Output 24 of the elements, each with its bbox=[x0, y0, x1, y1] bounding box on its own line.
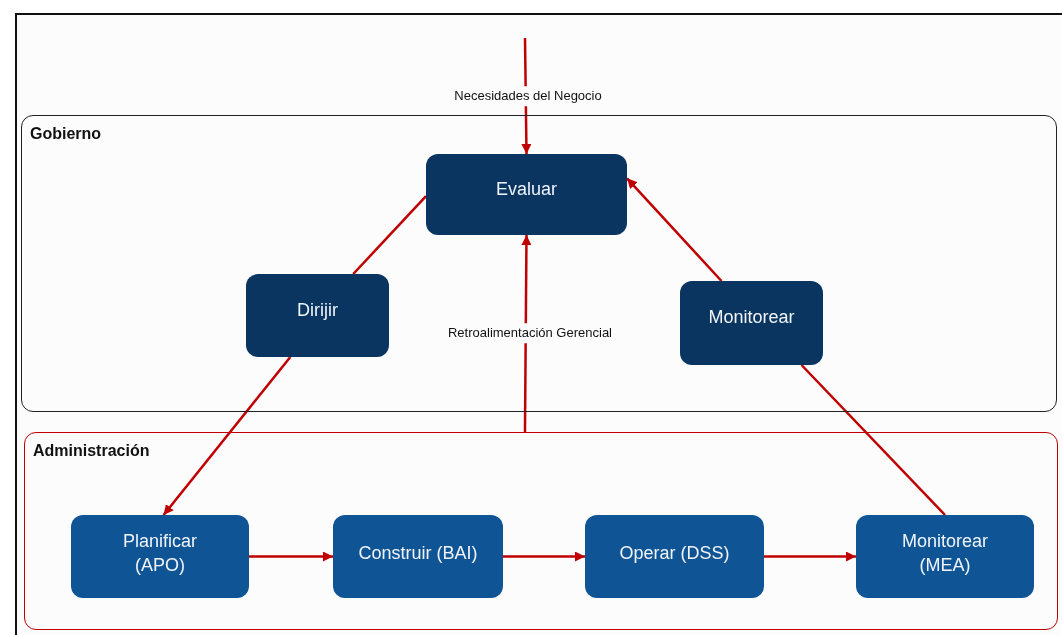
arrow bbox=[162, 356, 292, 516]
arrow bbox=[521, 235, 532, 432]
arrow bbox=[626, 177, 723, 282]
group-frame bbox=[21, 115, 1057, 412]
process-box bbox=[680, 281, 823, 365]
process-box bbox=[856, 515, 1034, 598]
group-heading: Administración bbox=[33, 441, 150, 461]
process-box bbox=[246, 274, 389, 357]
group-frame bbox=[24, 432, 1058, 630]
arrow bbox=[249, 551, 333, 562]
box-label: Construir (BAI) bbox=[358, 541, 478, 565]
box-label: Monitorear (MEA) bbox=[900, 529, 989, 577]
process-box bbox=[71, 515, 249, 598]
group-heading: Gobierno bbox=[30, 124, 102, 144]
process-box bbox=[585, 515, 764, 598]
arrow bbox=[503, 551, 585, 562]
box-label: Planificar (APO) bbox=[122, 529, 198, 577]
arrow bbox=[764, 551, 856, 562]
box-label: Dirijir bbox=[296, 298, 339, 322]
box-label: Monitorear bbox=[707, 306, 796, 329]
process-box bbox=[333, 515, 503, 598]
box-label: Operar (DSS) bbox=[619, 541, 730, 565]
box-label: Evaluar bbox=[495, 177, 558, 201]
process-box bbox=[426, 154, 627, 235]
